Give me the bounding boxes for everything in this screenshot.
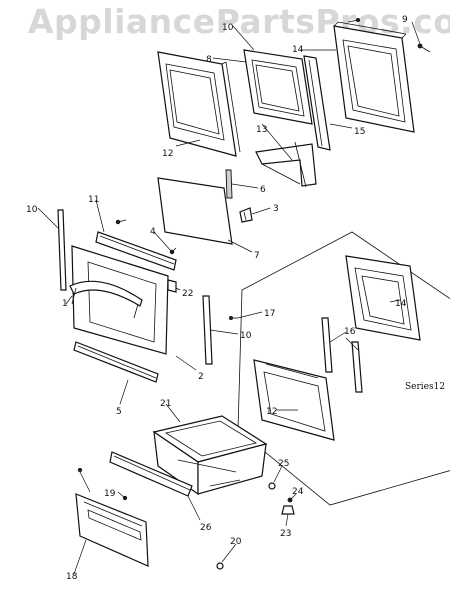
callout-19: 19 [104,489,116,499]
window-frame-top [243,49,313,125]
corner-bracket [255,141,317,188]
door-bottom-trim [73,341,159,383]
drawer-front-screws [77,467,128,501]
series-label: Series12 [405,382,445,392]
hinge-rail-left [57,209,67,291]
callout-12-series: 12 [266,407,277,417]
callout-15: 15 [354,127,365,137]
inner-door-top [333,21,415,133]
outer-door-front [69,245,169,355]
drawer-front-panel [75,493,149,567]
callout-12-top: 12 [162,149,173,159]
door-side-bracket [167,279,177,293]
storage-drawer [152,415,268,496]
series-inner-door [345,255,421,341]
callout-labels: 1 2 3 4 5 6 7 8 9 10 10 10 11 12 12 13 1… [26,15,408,582]
callout-18: 18 [66,572,78,582]
drawer-bumper [268,482,276,490]
trim-screws [115,219,177,255]
callout-7: 7 [254,251,260,261]
callout-11: 11 [88,195,99,205]
callout-14-series: 14 [395,299,407,309]
callout-4: 4 [150,227,156,237]
callout-1: 1 [62,299,68,309]
callout-16: 16 [344,327,356,337]
callout-8: 8 [206,55,212,65]
callout-10-top: 10 [222,23,234,33]
callout-2: 2 [198,372,204,382]
callout-20: 20 [230,537,242,547]
callout-10-right: 10 [240,331,252,341]
glass-clip [239,207,253,223]
callout-14-top: 14 [292,45,304,55]
screw-top [417,43,431,53]
callout-5: 5 [116,407,122,417]
callout-10-left: 10 [26,205,38,215]
callout-6: 6 [260,185,266,195]
hinge-rail-right [202,295,213,365]
series-outer-frame [253,359,335,441]
leveling-leg [281,497,295,515]
callout-9: 9 [402,15,408,25]
callout-13: 13 [256,125,267,135]
callout-23: 23 [280,529,291,539]
door-gasket-top [303,55,331,151]
series-spacer-right [351,341,363,393]
callout-24: 24 [292,487,304,497]
outer-door-panel-top [157,51,241,157]
callout-3: 3 [273,204,279,214]
callout-21: 21 [160,399,171,409]
callout-25: 25 [278,459,289,469]
callout-17: 17 [264,309,275,319]
callout-22: 22 [182,289,193,299]
leader-lines [37,19,421,575]
foot-cap [216,562,224,570]
series-spacer-left [321,317,333,373]
rail-screw [228,315,238,320]
glass-spacer [225,169,233,199]
callout-26: 26 [200,523,212,533]
glass-panel [157,177,233,245]
door-top-trim [95,231,177,271]
